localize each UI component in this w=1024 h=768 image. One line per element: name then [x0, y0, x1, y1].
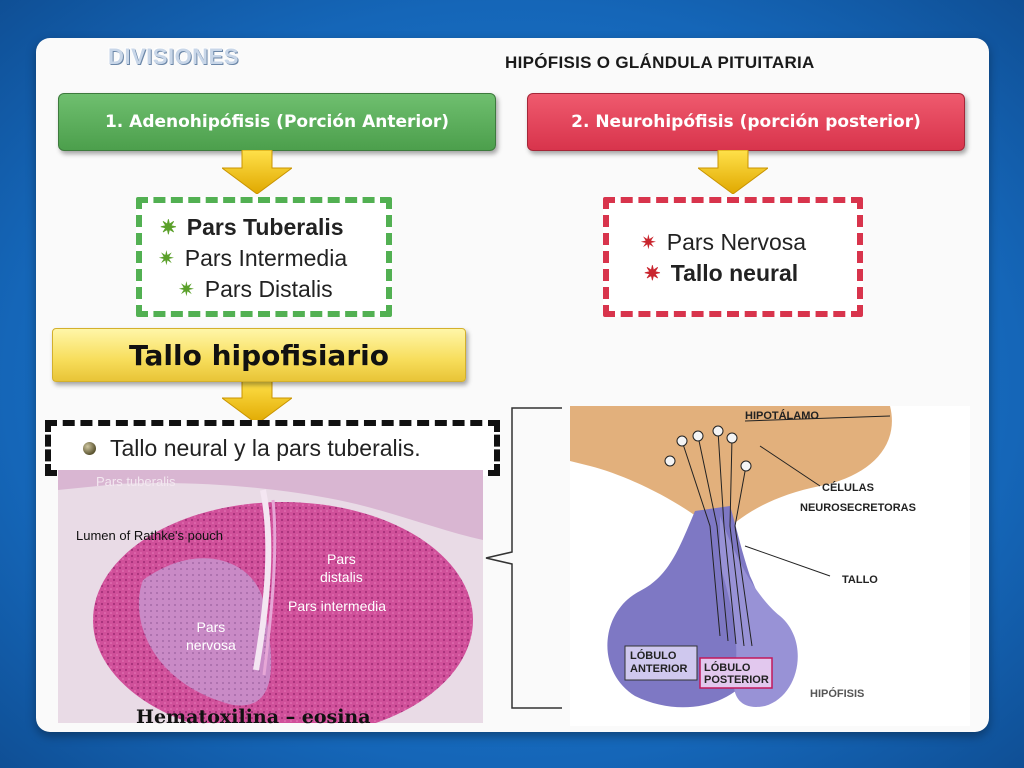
pars-tuberalis-label: Pars tuberalis [96, 474, 176, 489]
tallo-note-box: Tallo neural y la pars tuberalis. [45, 420, 500, 476]
histology-image: Pars tuberalis Lumen of Rathke's pouch P… [58, 470, 483, 723]
starburst-icon: ✷ [640, 231, 657, 254]
sphere-bullet-icon [83, 441, 96, 455]
pars-nervosa-label: Pars nervosa [186, 619, 236, 653]
anatomy-svg [570, 406, 970, 726]
histology-caption: Hematoxilina – eosina [136, 706, 371, 728]
hipotalamo-label: HIPOTÁLAMO [745, 410, 819, 422]
adenohipofisis-parts-box [136, 197, 392, 317]
starburst-icon: ✷ [178, 278, 195, 301]
tallo-hipofisiario-banner: Tallo hipofisiario [52, 328, 466, 382]
down-arrow-icon [698, 150, 768, 194]
slide-title: HIPÓFISIS O GLÁNDULA PITUITARIA [505, 53, 815, 72]
lumen-label: Lumen of Rathke's pouch [76, 528, 224, 543]
adenohipofisis-banner: 1. Adenohipófisis (Porción Anterior) [58, 93, 496, 151]
list-item: ✷Tallo neural [644, 260, 799, 286]
down-arrow-icon [222, 380, 292, 424]
hipofisis-label: HIPÓFISIS [810, 688, 865, 700]
tallo-note-text: Tallo neural y la pars tuberalis. [110, 434, 421, 461]
starburst-icon: ✷ [644, 262, 661, 285]
lobulo-posterior-label: LÓBULO POSTERIOR [704, 662, 769, 686]
list-item: ✷Pars Intermedia [158, 245, 348, 271]
list-item: ✷Pars Tuberalis [160, 214, 344, 240]
bracket-connector [485, 407, 562, 709]
pituitary-anatomy-drawing: HIPOTÁLAMO CÉLULAS NEUROSECRETORAS TALLO… [570, 406, 970, 726]
list-item: ✷Pars Distalis [178, 276, 333, 302]
pars-distalis-label: Pars distalis [320, 551, 363, 585]
tallo-label: TALLO [842, 574, 878, 586]
neurohipofisis-banner: 2. Neurohipófisis (porción posterior) [527, 93, 965, 151]
starburst-icon: ✷ [158, 247, 175, 270]
neurohipofisis-parts-box [603, 197, 863, 317]
celulas-label: CÉLULAS [822, 482, 874, 494]
starburst-icon: ✷ [160, 216, 177, 239]
divisiones-heading: DIVISIONES [108, 44, 239, 69]
neurosecretoras-label: NEUROSECRETORAS [800, 502, 916, 514]
lobulo-anterior-label: LÓBULO ANTERIOR [630, 650, 688, 675]
histology-drawing [58, 470, 483, 723]
list-item: ✷Pars Nervosa [640, 229, 807, 255]
down-arrow-icon [222, 150, 292, 194]
pars-intermedia-label: Pars intermedia [288, 598, 387, 614]
